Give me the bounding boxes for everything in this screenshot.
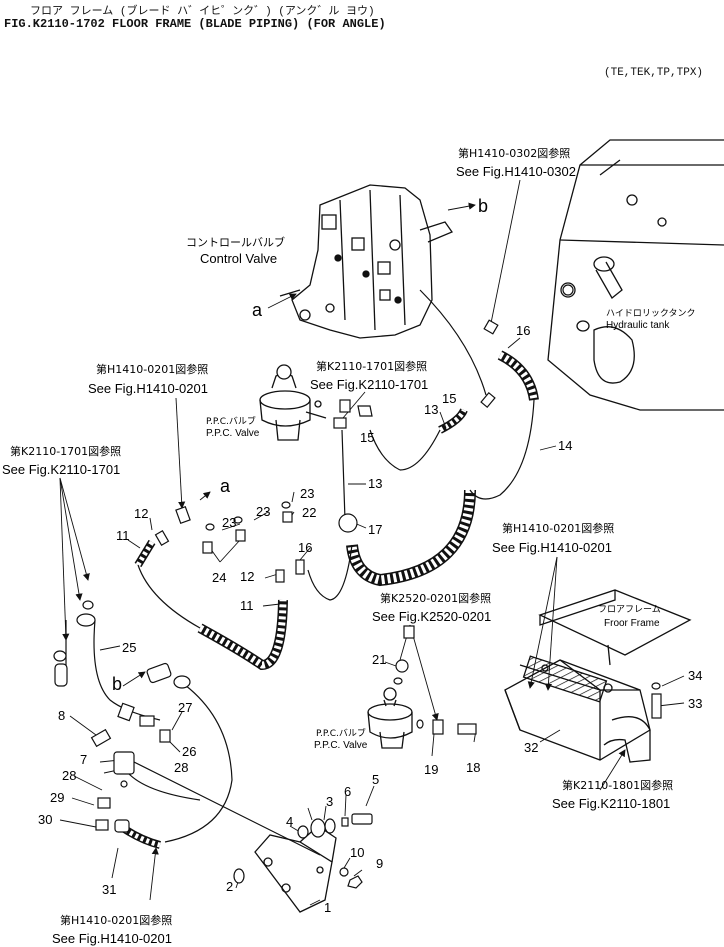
part-number: 27 — [178, 700, 192, 715]
ref-h1410-0201-c: See Fig.H1410-0201 — [52, 931, 172, 946]
part-number: 7 — [80, 752, 87, 767]
ppc-valve-upper-drawing — [259, 364, 327, 441]
fittings — [53, 284, 662, 889]
part-number: 23 — [300, 486, 314, 501]
figure-title: FIG.K2110-1702 FLOOR FRAME (BLADE PIPING… — [4, 17, 386, 31]
part-number: 21 — [372, 652, 386, 667]
ppc-valve-lower-drawing — [367, 687, 413, 749]
part-number: 26 — [182, 744, 196, 759]
part-number: 29 — [50, 790, 64, 805]
part-number: 16 — [516, 323, 530, 338]
part-numbers: 1 2 3 4 5 6 7 8 9 10 11 11 12 12 13 13 1… — [38, 323, 702, 915]
valve-bracket-drawing — [504, 655, 651, 763]
hydraulic-tank-jp-label: ハイドロリックタンク — [606, 308, 695, 319]
ref-k2110-1701-b-jp: 第K2110-1701図参照 — [10, 444, 121, 458]
ref-h1410-0302: See Fig.H1410-0302 — [456, 164, 576, 179]
ref-k2110-1701-a: See Fig.K2110-1701 — [310, 377, 428, 392]
part-number: 13 — [368, 476, 382, 491]
ppc-valve-upper-jp-label: P.P.C.バルブ — [206, 415, 256, 427]
ref-k2520-0201-jp: 第K2520-0201図参照 — [380, 591, 491, 605]
port-letter-a-lower: a — [220, 476, 231, 496]
ref-h1410-0201-b: See Fig.H1410-0201 — [492, 540, 612, 555]
floor-frame-drawing — [538, 589, 692, 666]
ref-h1410-0201-c-jp: 第H1410-0201図参照 — [60, 913, 172, 927]
ppc-valve-lower-jp-label: P.P.C.バルブ — [316, 727, 366, 739]
part-number: 17 — [368, 522, 382, 537]
part-number: 24 — [212, 570, 226, 585]
part-number: 15 — [360, 430, 374, 445]
control-valve-jp-label: コントロールバルブ — [186, 235, 285, 249]
hoses — [117, 350, 539, 849]
part-number: 12 — [240, 569, 254, 584]
part-number: 12 — [134, 506, 148, 521]
ref-h1410-0201-a-jp: 第H1410-0201図参照 — [96, 362, 208, 376]
port-letter-b-lower: b — [112, 674, 122, 694]
part-number: 19 — [424, 762, 438, 777]
part-number: 31 — [102, 882, 116, 897]
floor-frame-jp-label: フロアフレーム — [598, 604, 661, 615]
pipe-lines — [65, 289, 535, 856]
ref-k2110-1801: See Fig.K2110-1801 — [552, 796, 670, 811]
part-number: 34 — [688, 668, 702, 683]
hydraulic-tank-drawing — [547, 139, 724, 411]
floor-frame-label: Froor Frame — [604, 618, 660, 629]
ref-h1410-0201-b-jp: 第H1410-0201図参照 — [502, 521, 614, 535]
part-number: 25 — [122, 640, 136, 655]
part-number: 6 — [344, 784, 351, 799]
part-number: 3 — [326, 794, 333, 809]
ref-h1410-0302-jp: 第H1410-0302図参照 — [458, 146, 570, 160]
ppc-valve-lower-label: P.P.C. Valve — [314, 740, 368, 751]
part-number: 11 — [116, 528, 130, 543]
part-number: 11 — [240, 598, 254, 613]
hydraulic-tank-label: Hydraulic tank — [606, 320, 670, 331]
part-number: 30 — [38, 812, 52, 827]
model-applicability: (TE,TEK,TP,TPX) — [604, 67, 704, 79]
part-number: 9 — [376, 856, 383, 871]
part-number: 10 — [350, 845, 364, 860]
part-number: 15 — [442, 391, 456, 406]
control-valve-label: Control Valve — [200, 251, 277, 266]
part-number: 1 — [324, 900, 331, 915]
ref-k2110-1701-a-jp: 第K2110-1701図参照 — [316, 359, 427, 373]
part-number: 5 — [372, 772, 379, 787]
part-number: 22 — [302, 505, 316, 520]
ref-h1410-0201-a: See Fig.H1410-0201 — [88, 381, 208, 396]
part-number: 2 — [226, 879, 233, 894]
part-number: 32 — [524, 740, 538, 755]
part-number: 33 — [688, 696, 702, 711]
control-valve-drawing — [279, 184, 453, 339]
port-letter-a-upper: a — [252, 300, 263, 320]
part-number: 23 — [256, 504, 270, 519]
part-number: 23 — [222, 515, 236, 530]
part-number: 4 — [286, 814, 293, 829]
part-number: 8 — [58, 708, 65, 723]
header-japanese-title: フロア フレーム (ブレード ハ゛イヒ゜ンク゛) (アンク゛ル ヨウ) — [30, 6, 375, 18]
part-number: 18 — [466, 760, 480, 775]
part-number: 16 — [298, 540, 312, 555]
ref-k2110-1701-b: See Fig.K2110-1701 — [2, 462, 120, 477]
ref-k2520-0201: See Fig.K2520-0201 — [372, 609, 491, 624]
part-number: 13 — [424, 402, 438, 417]
part-number: 28 — [174, 760, 188, 775]
ref-k2110-1801-jp: 第K2110-1801図参照 — [562, 778, 673, 792]
port-letter-b-upper: b — [478, 196, 488, 216]
ppc-valve-upper-label: P.P.C. Valve — [206, 428, 260, 439]
part-number: 14 — [558, 438, 572, 453]
part-number: 28 — [62, 768, 76, 783]
